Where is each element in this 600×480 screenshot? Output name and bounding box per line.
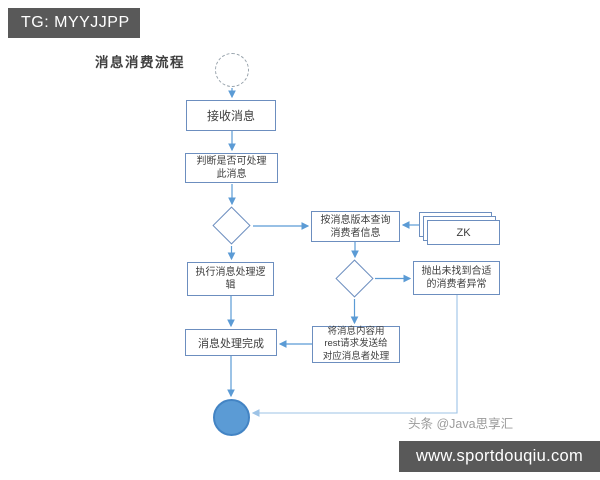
node-processing-done: 消息处理完成 xyxy=(185,329,277,356)
site-url-bar: www.sportdouqiu.com xyxy=(399,441,600,472)
end-node xyxy=(213,399,250,436)
node-judge-processable: 判断是否可处理 此消息 xyxy=(185,153,278,183)
node-send-rest-request: 将消息内容用 rest请求发送给 对应消息者处理 xyxy=(312,326,400,363)
flowchart-title: 消息消费流程 xyxy=(95,55,185,70)
decision-1-diamond xyxy=(212,206,251,245)
decision-2-diamond xyxy=(335,259,374,298)
zk-stack-front: ZK xyxy=(427,220,500,245)
tg-badge: TG: MYYJJPP xyxy=(8,8,140,38)
node-receive-message: 接收消息 xyxy=(186,100,276,131)
toutiao-credit-watermark: 头条 @Java思享汇 xyxy=(408,417,514,431)
start-node xyxy=(215,53,249,87)
node-query-consumer-info: 按消息版本查询 消费者信息 xyxy=(311,211,400,242)
node-throw-exception: 抛出未找到合适 的消费者异常 xyxy=(413,261,500,295)
node-execute-logic: 执行消息处理逻 辑 xyxy=(187,262,274,296)
